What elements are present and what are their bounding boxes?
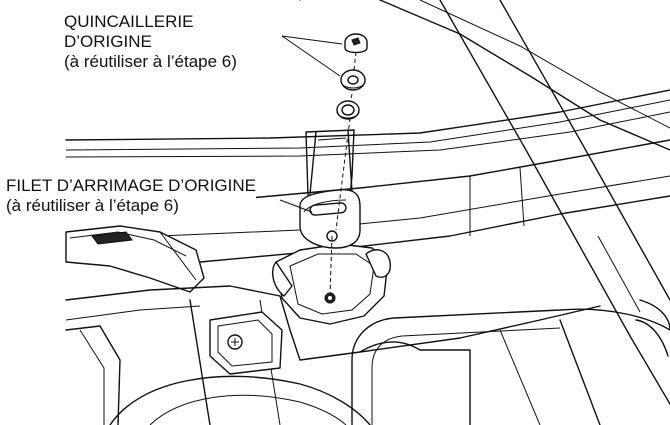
leader-lines <box>279 35 343 213</box>
roof-panel-lines <box>65 0 670 158</box>
original-hardware-subtitle: D’ORIGINE <box>64 32 152 51</box>
bolt <box>344 33 368 54</box>
original-net-note: (à réutiliser à l’étape 6) <box>6 196 179 215</box>
mounting-boss <box>272 243 391 325</box>
lower-arc <box>109 375 371 425</box>
original-net-label: FILET D’ARRIMAGE D’ORIGINE (à réutiliser… <box>6 176 256 216</box>
left-bracket <box>65 225 205 293</box>
washer <box>340 69 366 91</box>
original-hardware-note: (à réutiliser à l’étape 6) <box>64 52 237 71</box>
spacer <box>336 100 360 120</box>
original-hardware-label: QUINCAILLERIE D’ORIGINE (à réutiliser à … <box>64 12 237 72</box>
screw-pocket <box>209 311 283 375</box>
hardware-stack <box>336 33 368 120</box>
lower-console <box>65 285 601 425</box>
net-bracket <box>299 129 361 249</box>
original-net-title: FILET D’ARRIMAGE D’ORIGINE <box>6 176 256 195</box>
original-hardware-title: QUINCAILLERIE <box>64 12 194 31</box>
right-panel <box>351 308 670 425</box>
